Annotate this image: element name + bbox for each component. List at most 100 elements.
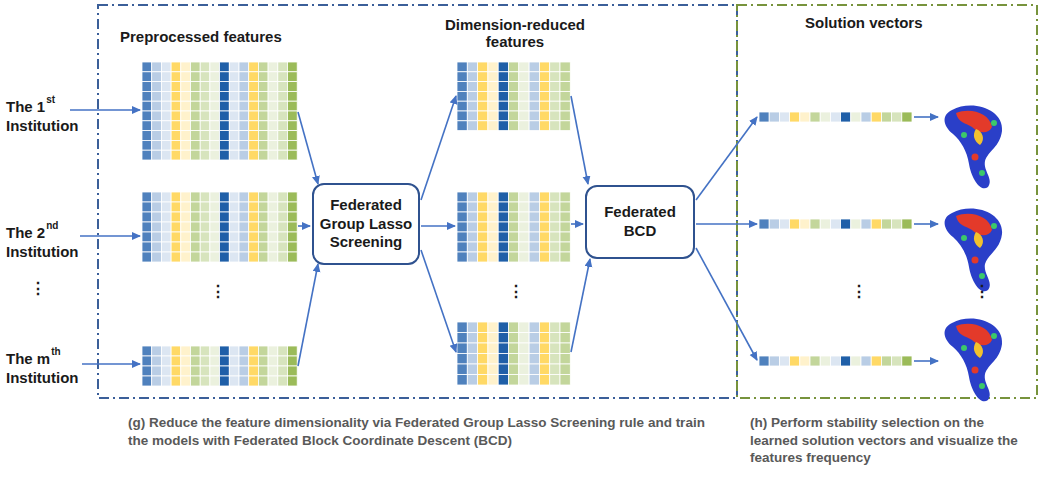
panel-label: The m <box>6 350 50 367</box>
matrix-cell <box>560 322 570 333</box>
matrix-cell <box>902 112 912 122</box>
matrix-cell <box>258 242 268 252</box>
matrix-cell <box>759 356 769 366</box>
matrix-cell <box>229 101 239 111</box>
matrix-cell <box>191 192 201 202</box>
matrix-cell <box>519 375 529 386</box>
matrix-cell <box>220 242 230 252</box>
matrix-cell <box>200 366 210 376</box>
matrix-cell <box>560 354 570 365</box>
matrix-cell <box>181 111 191 121</box>
matrix-cell <box>210 376 220 386</box>
matrix-cell <box>239 72 249 82</box>
matrix-cell <box>560 121 570 131</box>
matrix-cell <box>861 356 871 366</box>
matrix-cell <box>769 219 779 229</box>
matrix-cell <box>239 111 249 121</box>
matrix-cell <box>229 202 239 212</box>
process-box: Federated Group Lasso Screening <box>312 183 420 265</box>
matrix-cell <box>200 150 210 160</box>
matrix-cell <box>200 121 210 131</box>
matrix-cell <box>171 91 181 101</box>
matrix-cell <box>249 140 259 150</box>
matrix-cell <box>191 72 201 82</box>
matrix-cell <box>509 232 519 242</box>
matrix-cell <box>210 62 220 72</box>
matrix-cell <box>200 140 210 150</box>
matrix-cell <box>519 333 529 344</box>
matrix-cell <box>498 192 508 202</box>
matrix-cell <box>288 72 298 82</box>
matrix-cell <box>229 376 239 386</box>
matrix-cell <box>258 140 268 150</box>
matrix-cell <box>152 192 162 202</box>
matrix-cell <box>278 72 288 82</box>
matrix-cell <box>181 82 191 92</box>
matrix-cell <box>142 111 152 121</box>
matrix-cell <box>229 212 239 222</box>
matrix-cell <box>161 222 171 232</box>
matrix-cell <box>142 356 152 366</box>
matrix-cell <box>478 62 488 72</box>
matrix-cell <box>161 111 171 121</box>
matrix-cell <box>142 192 152 202</box>
matrix-cell <box>239 62 249 72</box>
matrix-cell <box>539 252 549 262</box>
matrix-cell <box>268 366 278 376</box>
matrix-cell <box>539 343 549 354</box>
matrix-cell <box>200 242 210 252</box>
matrix-cell <box>268 232 278 242</box>
panel-label: Solution vectors <box>805 14 923 31</box>
matrix-cell <box>181 252 191 262</box>
matrix-cell <box>171 366 181 376</box>
matrix-cell <box>478 242 488 252</box>
matrix-cell <box>210 111 220 121</box>
matrix-cell <box>278 242 288 252</box>
matrix-cell <box>519 111 529 121</box>
matrix-cell <box>467 354 477 365</box>
matrix-cell <box>152 376 162 386</box>
matrix-cell <box>769 112 779 122</box>
matrix-cell <box>239 356 249 366</box>
matrix-cell <box>152 121 162 131</box>
matrix-cell <box>810 219 820 229</box>
matrix-cell <box>467 333 477 344</box>
ellipsis: ⋮ <box>974 283 990 301</box>
matrix-cell <box>171 376 181 386</box>
matrix-cell <box>239 91 249 101</box>
matrix-cell <box>892 219 902 229</box>
matrix-cell <box>278 121 288 131</box>
matrix-cell <box>249 366 259 376</box>
matrix-cell <box>258 91 268 101</box>
panel-label: nd <box>46 220 58 232</box>
matrix-cell <box>191 150 201 160</box>
panel-label: The 2 <box>6 224 45 241</box>
matrix-cell <box>288 356 298 366</box>
matrix-cell <box>181 242 191 252</box>
matrix-cell <box>239 376 249 386</box>
matrix-cell <box>519 242 529 252</box>
ellipsis: ⋮ <box>851 283 867 301</box>
matrix-cell <box>229 150 239 160</box>
matrix-cell <box>191 252 201 262</box>
matrix-cell <box>220 202 230 212</box>
matrix-cell <box>467 222 477 232</box>
matrix-cell <box>498 212 508 222</box>
matrix-cell <box>258 346 268 356</box>
matrix-cell <box>210 101 220 111</box>
matrix-cell <box>142 202 152 212</box>
matrix-cell <box>871 112 881 122</box>
matrix-cell <box>519 252 529 262</box>
matrix-cell <box>529 111 539 121</box>
matrix-cell <box>488 343 498 354</box>
matrix-cell <box>249 131 259 141</box>
matrix-cell <box>249 101 259 111</box>
matrix-cell <box>171 131 181 141</box>
matrix-cell <box>509 101 519 111</box>
matrix-cell <box>288 131 298 141</box>
matrix-cell <box>142 121 152 131</box>
matrix-cell <box>152 346 162 356</box>
flow-arrows <box>70 96 938 366</box>
matrix-cell <box>152 356 162 366</box>
matrix-cell <box>191 111 201 121</box>
